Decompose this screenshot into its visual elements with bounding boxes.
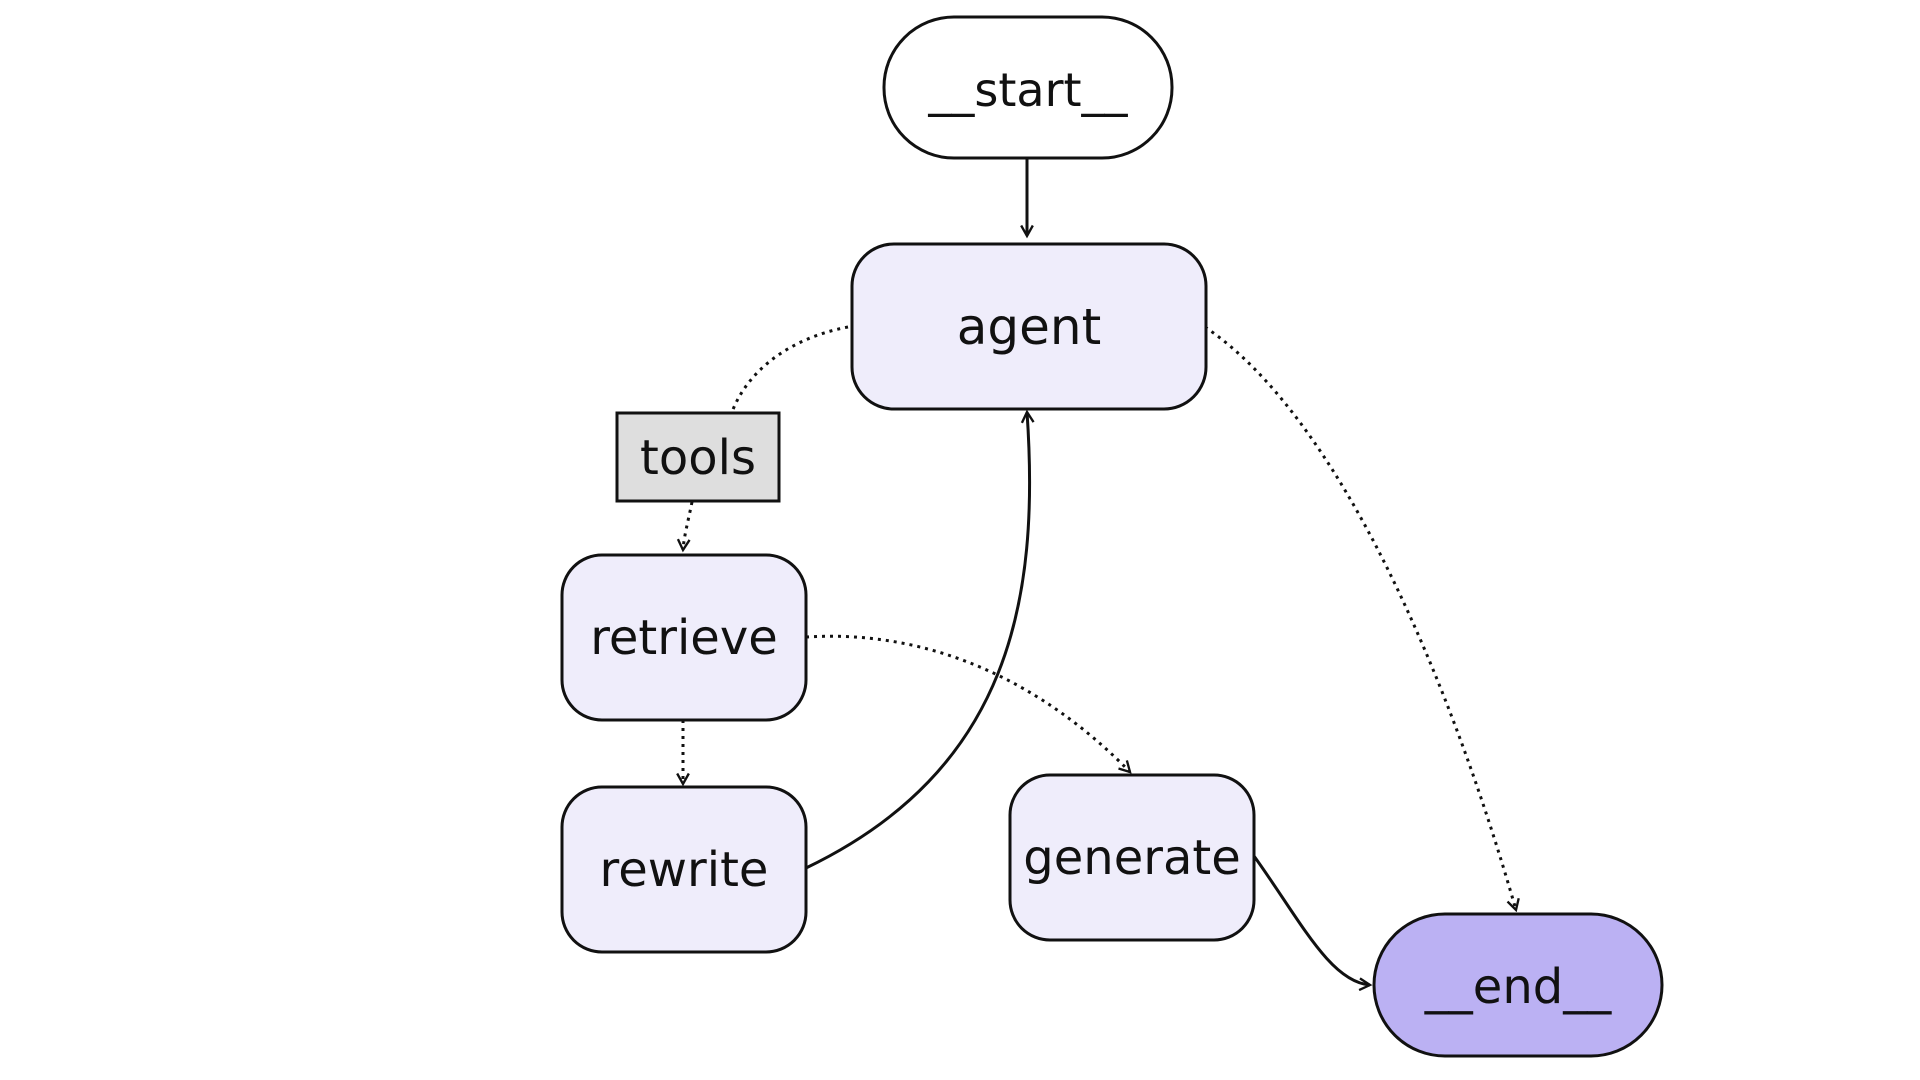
node-generate[interactable]: generate xyxy=(1008,773,1256,942)
edge-generate-to-end xyxy=(1252,855,1370,985)
node-tools[interactable]: tools xyxy=(615,411,781,503)
node-end[interactable]: __end__ xyxy=(1372,912,1664,1058)
node-agent[interactable]: agent xyxy=(850,242,1208,411)
node-retrieve[interactable]: retrieve xyxy=(560,553,808,722)
edge-tools-to-retrieve xyxy=(683,501,694,550)
node-tools-shape xyxy=(615,411,781,503)
node-rewrite-shape xyxy=(560,785,808,954)
edge-agent-to-end xyxy=(1204,325,1516,910)
node-generate-label: generate xyxy=(1023,830,1240,886)
node-start-shape xyxy=(882,15,1174,160)
node-generate-shape xyxy=(1008,773,1256,942)
node-rewrite-label: rewrite xyxy=(600,842,769,898)
node-start[interactable]: __start__ xyxy=(882,15,1174,160)
edge-agent-to-tools xyxy=(730,325,849,413)
edges xyxy=(683,158,1516,985)
node-end-shape xyxy=(1372,912,1664,1058)
node-rewrite[interactable]: rewrite xyxy=(560,785,808,954)
node-agent-label: agent xyxy=(957,298,1101,356)
node-end-label: __end__ xyxy=(1424,959,1612,1015)
node-retrieve-shape xyxy=(560,553,808,722)
node-start-label: __start__ xyxy=(927,63,1128,117)
node-retrieve-label: retrieve xyxy=(590,610,778,666)
edge-rewrite-to-agent xyxy=(805,412,1030,870)
edge-retrieve-to-generate xyxy=(805,634,1130,772)
node-agent-shape xyxy=(850,242,1208,411)
node-tools-label: tools xyxy=(640,430,756,486)
